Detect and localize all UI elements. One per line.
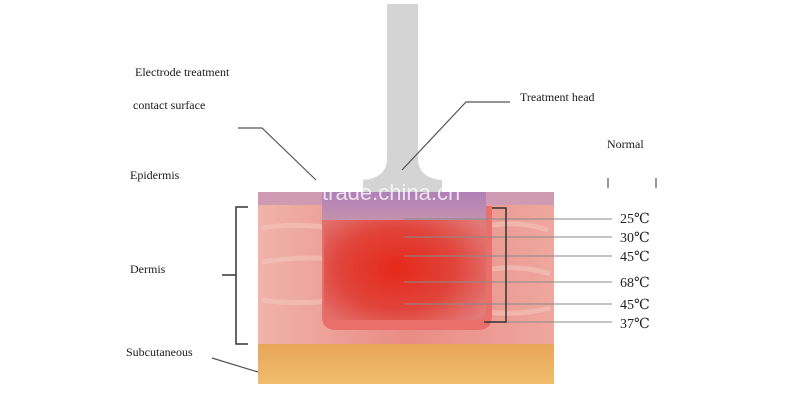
epidermis-label: Epidermis	[130, 168, 180, 182]
temperature-label-2: 30℃	[620, 231, 650, 246]
temperature-label-5: 45℃	[620, 298, 650, 313]
contact-band	[322, 192, 486, 220]
watermark: trade.china.cn	[322, 180, 460, 205]
treatment-head	[363, 4, 442, 192]
skin-block	[258, 192, 554, 384]
treatment-head-label: Treatment head	[520, 90, 595, 104]
temperature-label-1: 25℃	[620, 212, 650, 227]
dermis-label: Dermis	[130, 262, 166, 276]
temperature-label-4: 68℃	[620, 276, 650, 291]
normal-label: Normal	[607, 137, 644, 151]
temperature-label-3: 45℃	[620, 250, 650, 265]
dermis-texture	[261, 221, 551, 316]
pointer-lines	[211, 101, 657, 373]
heated-zone-bracket	[484, 207, 507, 323]
temperature-label-6: 37℃	[620, 317, 650, 332]
subcutaneous-layer	[258, 344, 554, 384]
electrode-label-line1: Electrode treatment	[135, 65, 230, 79]
electrode-label-line2: contact surface	[133, 98, 205, 112]
subcutaneous-label: Subcutaneous	[126, 345, 193, 359]
heated-zone-core	[324, 206, 486, 320]
dermis-bracket	[222, 206, 248, 345]
